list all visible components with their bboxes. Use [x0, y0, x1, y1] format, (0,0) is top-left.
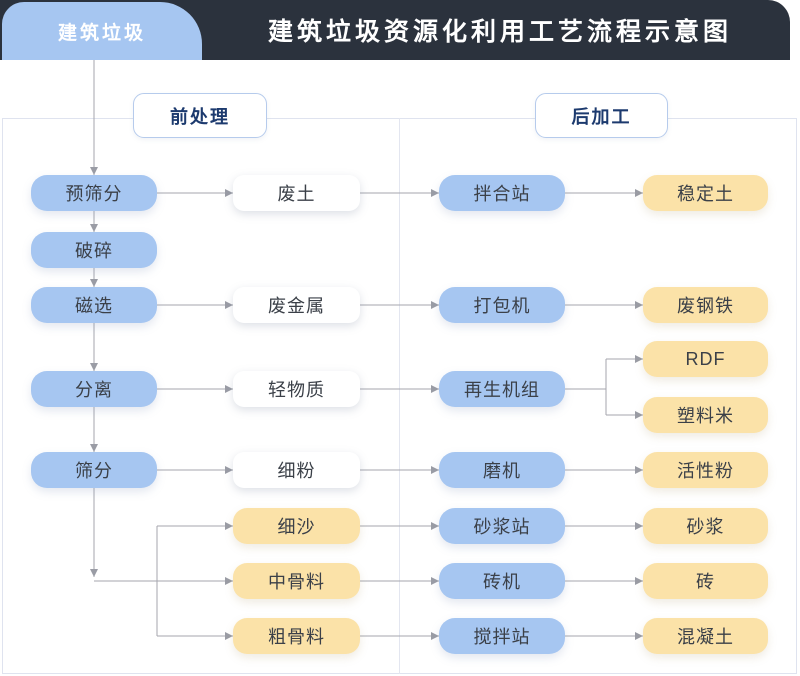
node-baler: 打包机: [439, 287, 565, 323]
node-stabilized-soil: 稳定土: [643, 175, 768, 211]
node-magnetic-separation: 磁选: [31, 287, 157, 323]
node-plastic-pellets: 塑料米: [643, 397, 768, 433]
source-tab-label: 建筑垃圾: [57, 22, 146, 44]
node-concrete-mixing-plant: 搅拌站: [439, 618, 565, 654]
node-crushing: 破碎: [31, 232, 157, 268]
source-tab: 建筑垃圾: [2, 2, 202, 60]
node-rdf: RDF: [643, 341, 768, 377]
node-coarse-aggregate: 粗骨料: [233, 618, 360, 654]
node-pre-screening: 预筛分: [31, 175, 157, 211]
node-regeneration-unit: 再生机组: [439, 371, 565, 407]
section-label-postprocessing: 后加工: [535, 93, 668, 138]
node-waste-metal: 废金属: [233, 287, 360, 323]
node-fine-powder: 细粉: [233, 452, 360, 488]
node-brick: 砖: [643, 563, 768, 599]
node-mixing-plant: 拌合站: [439, 175, 565, 211]
node-separation: 分离: [31, 371, 157, 407]
page-title: 建筑垃圾资源化利用工艺流程示意图: [267, 18, 732, 46]
node-scrap-steel: 废钢铁: [643, 287, 768, 323]
section-label-pretreatment: 前处理: [133, 93, 267, 138]
node-mortar-plant: 砂浆站: [439, 508, 565, 544]
node-mill: 磨机: [439, 452, 565, 488]
panel-divider: [399, 118, 400, 674]
node-mortar: 砂浆: [643, 508, 768, 544]
node-light-material: 轻物质: [233, 371, 360, 407]
node-active-powder: 活性粉: [643, 452, 768, 488]
node-brick-machine: 砖机: [439, 563, 565, 599]
node-concrete: 混凝土: [643, 618, 768, 654]
node-fine-sand: 细沙: [233, 508, 360, 544]
node-medium-aggregate: 中骨料: [233, 563, 360, 599]
node-waste-soil: 废土: [233, 175, 360, 211]
node-screening: 筛分: [31, 452, 157, 488]
